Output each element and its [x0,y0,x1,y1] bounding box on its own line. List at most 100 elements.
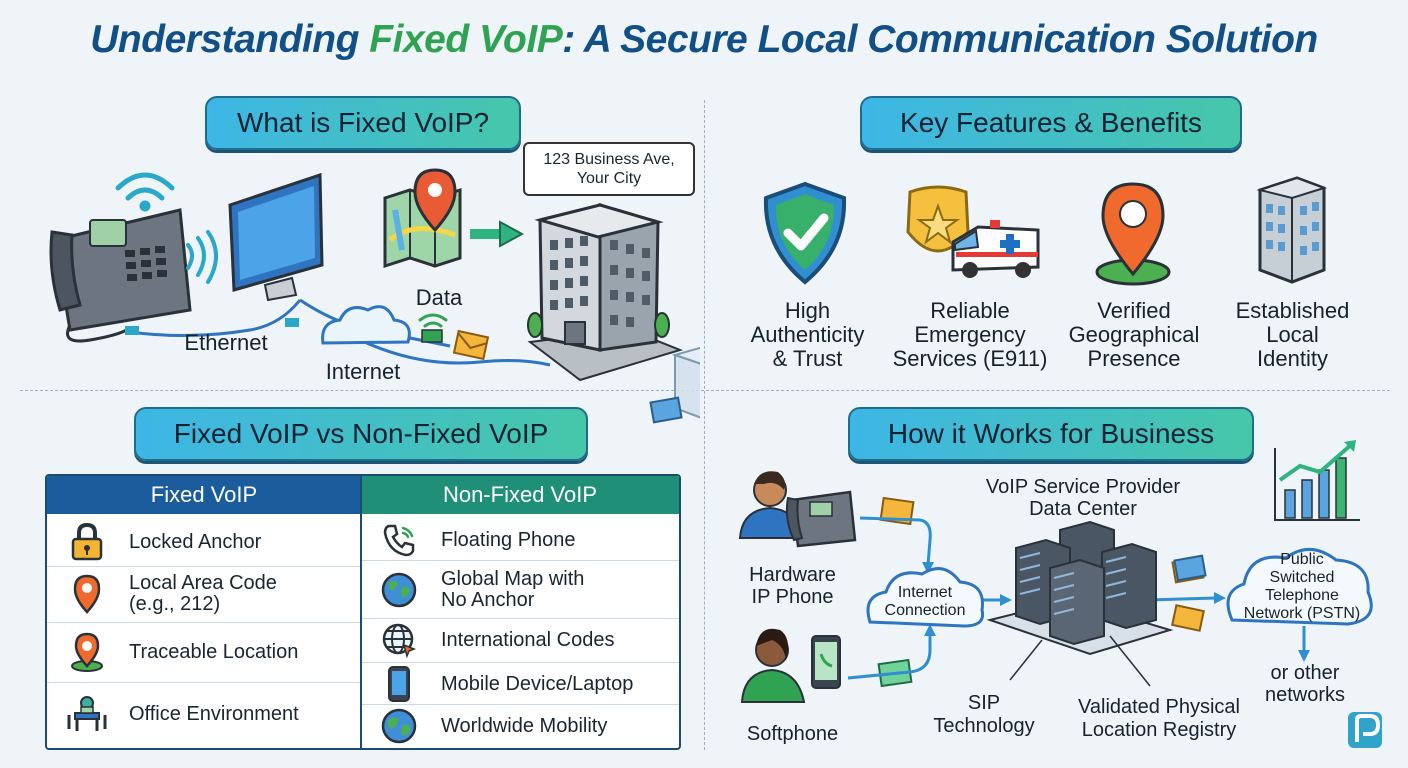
softphone-label: Softphone [746,723,839,745]
feature-geography-line3: Presence [1087,346,1181,371]
server-cube-icon [671,346,700,419]
feature-authenticity-line3: & Trust [772,346,843,371]
feature-geography-line2: Geographical [1068,322,1200,347]
location-pin-icon [1095,182,1171,286]
registry-line1: Validated Physical [1078,696,1240,718]
pstn-line1: Public [1280,551,1324,568]
vertical-divider [704,100,705,750]
sip-line2: Technology [933,715,1035,737]
what-is-illustration [49,168,700,424]
nonfixed-row-label: Floating Phone [441,528,576,551]
internet-connection-label: Internet Connection [870,584,980,620]
fixed-row-label: Office Environment [129,702,299,725]
internet-connection-line2: Connection [884,602,966,619]
map-pin-icon [413,168,457,233]
other-line2: networks [1264,684,1346,706]
title-part1: Understanding [90,18,370,61]
fixed-row-locked-anchor: Locked Anchor [67,522,261,562]
registry-line2: Location Registry [1081,719,1237,741]
provider-label: VoIP Service Provider Data Center [960,476,1206,520]
wifi-icon [115,172,175,212]
earth-icon [379,706,419,746]
phone-handset-icon [379,520,419,560]
fixed-row-label: Traceable Location [129,640,299,663]
sip-label: SIP Technology [922,692,1046,738]
section-versus-label: Fixed VoIP vs Non-Fixed VoIP [173,418,549,449]
data-label: Data [415,285,463,310]
page-title: Understanding Fixed VoIP: A Secure Local… [0,18,1408,62]
other-networks-label: or other networks [1250,662,1360,706]
signal-waves-icon [186,230,218,284]
person-desk-phone-icon [738,471,857,548]
pstn-line3: Telephone [1265,587,1339,604]
nonfixed-row-label: Global Map with [441,568,585,590]
sip-line1: SIP [967,692,1001,714]
mobile-device-icon [379,664,419,704]
office-desk-icon [67,694,107,734]
provider-line2: Data Center [1029,498,1137,520]
section-how-label: How it Works for Business [887,418,1215,449]
brand-logo-icon [1348,712,1382,748]
section-versus: Fixed VoIP vs Non-Fixed VoIP [134,407,588,461]
hardware-line1: Hardware [749,564,836,586]
provider-line1: VoIP Service Provider [985,476,1181,498]
title-highlight: Fixed VoIP [369,18,563,61]
how-it-works-diagram [738,440,1382,748]
fixed-row-sublabel: (e.g., 212) [129,593,221,615]
server-rack-icon [986,520,1174,656]
address-line2: Your City [576,170,642,187]
registry-label: Validated Physical Location Registry [1064,696,1254,742]
fixed-header: Fixed VoIP [47,476,361,514]
horizontal-divider [20,390,1390,391]
feature-identity-line1: Established [1235,298,1350,323]
pstn-cloud-icon [1226,548,1373,626]
person-smartphone-icon [740,628,841,703]
nonfixed-row-label: Mobile Device/Laptop [441,672,634,695]
section-features: Key Features & Benefits [860,96,1242,150]
feature-emergency-line2: Emergency [914,322,1026,347]
globe-icon [379,570,419,610]
ethernet-label: Ethernet [184,330,268,355]
internet-cloud-icon [321,305,411,345]
feature-emergency: Reliable Emergency Services (E911) [885,299,1055,371]
pstn-line2: Switched [1269,569,1335,586]
feature-geography-line1: Verified [1097,298,1171,323]
feature-emergency-line1: Reliable [930,298,1010,323]
section-how-it-works: How it Works for Business [848,407,1254,461]
comparison-table: Fixed VoIP Non-Fixed VoIP Locked Anchor … [45,474,681,750]
nonfixed-row-global-map: Global Map with No Anchor [379,566,584,614]
growth-chart-icon [1274,440,1360,521]
section-what-is: What is Fixed VoIP? [205,96,521,150]
feature-identity: Established Local Identity [1220,299,1365,371]
padlock-icon [67,522,107,562]
fixed-row-area-code: Local Area Code (e.g., 212) [67,570,277,618]
nonfixed-row-label: Worldwide Mobility [441,714,608,737]
pstn-line4: Network (PSTN) [1243,605,1361,622]
map-pin-icon [67,574,107,614]
feature-authenticity: High Authenticity & Trust [735,299,880,371]
fixed-row-label: Local Area Code [129,572,277,594]
title-part2: : A Secure Local Communication Solution [562,18,1318,61]
internet-cloud-icon [866,567,985,628]
other-line1: or other [1270,662,1340,684]
desk-phone-icon [49,208,192,343]
feature-emergency-line3: Services (E911) [892,346,1048,371]
hardware-phone-label: Hardware IP Phone [735,564,850,608]
ethernet-plug-icon [285,318,299,327]
nonfixed-row-worldwide: Worldwide Mobility [379,706,607,746]
nonfixed-row-mobile: Mobile Device/Laptop [379,664,633,704]
hardware-line2: IP Phone [751,586,834,608]
web-globe-icon [379,620,419,660]
fixed-row-traceable: Traceable Location [67,632,298,672]
internet-connection-line1: Internet [897,584,953,601]
nonfixed-header: Non-Fixed VoIP [361,476,679,514]
office-tower-icon [1256,176,1328,284]
address-line1: 123 Business Ave, [543,151,675,168]
shield-check-icon [763,181,847,285]
nonfixed-row-intl-codes: International Codes [379,620,614,660]
internet-label: Internet [325,359,401,384]
feature-identity-line3: Identity [1257,346,1328,371]
office-building-icon [527,202,684,382]
small-wifi-icon [418,313,448,328]
